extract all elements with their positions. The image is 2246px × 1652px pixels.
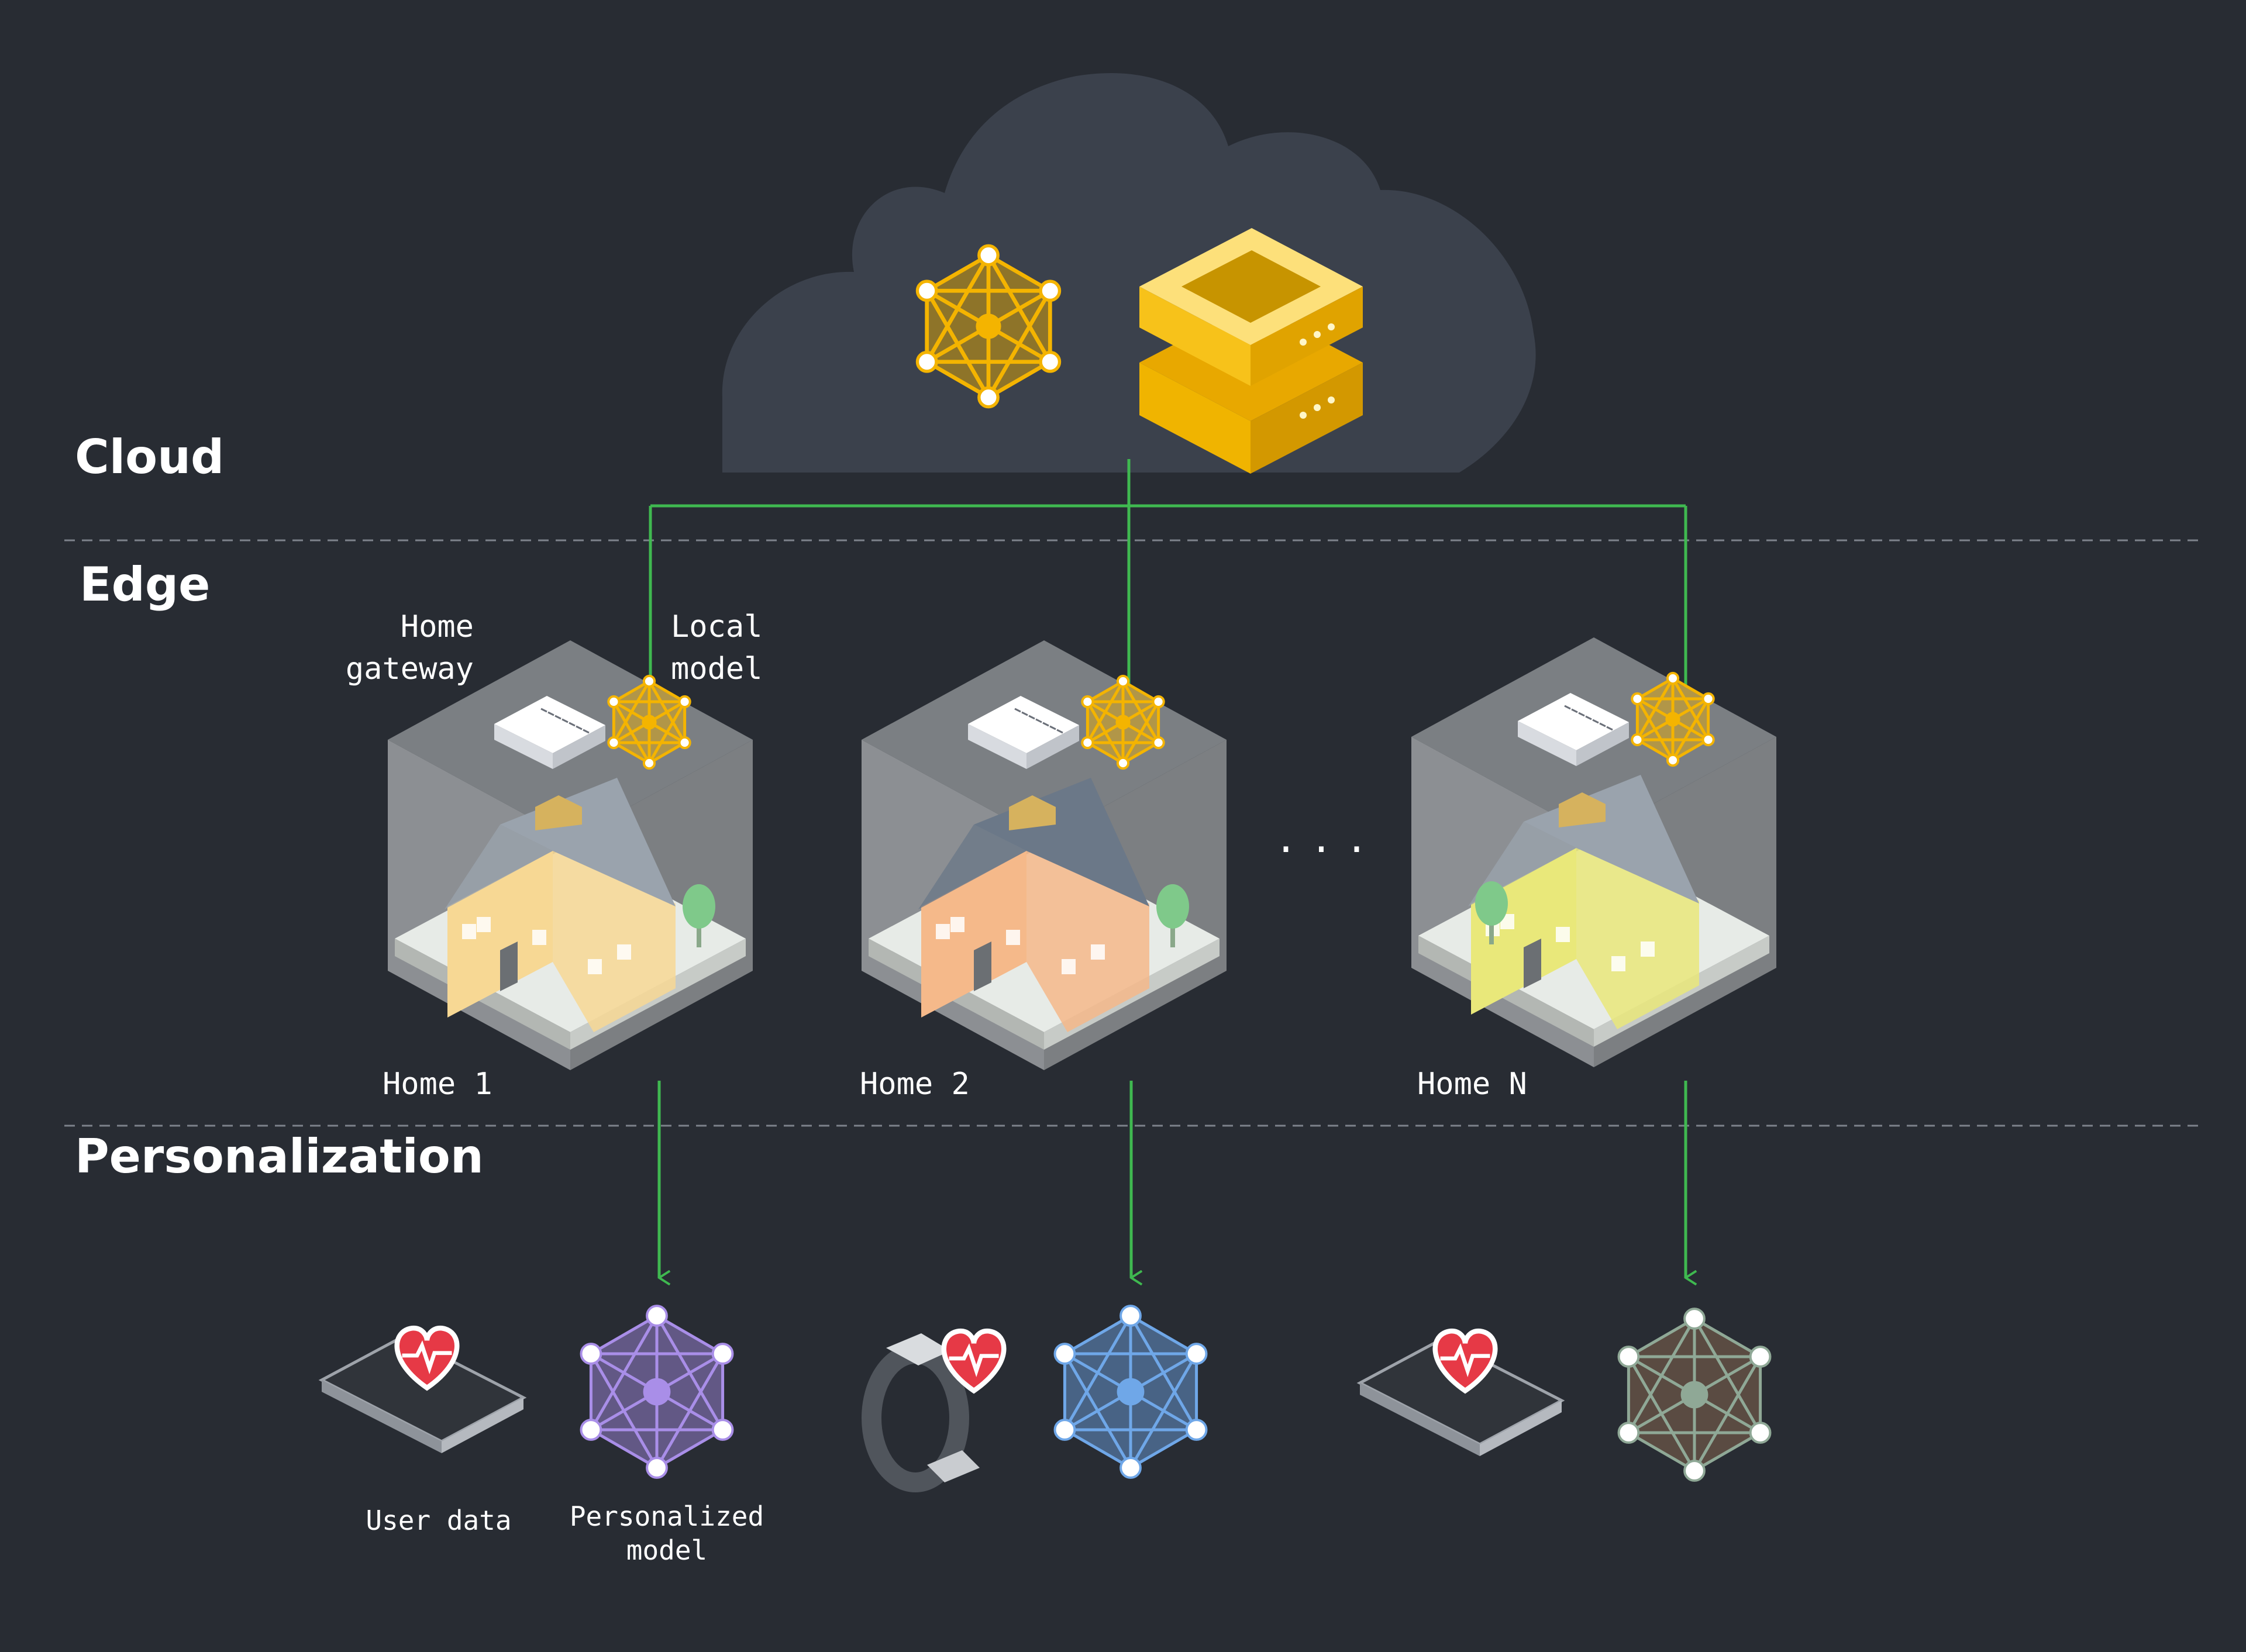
- personalized-models: [580, 1305, 1772, 1482]
- heart-icon: [1432, 1328, 1498, 1394]
- cloud-to-home-connectors: [649, 459, 1687, 699]
- home-1-local-model-icon: [607, 674, 691, 770]
- home-2-unit: [862, 640, 1227, 1070]
- tier-label-personalization: Personalization: [75, 1129, 484, 1184]
- home-to-personalization-connectors: [659, 1081, 1686, 1278]
- home-n-local-model-icon: [1631, 671, 1715, 767]
- home-2-gateway-icon: [968, 696, 1079, 769]
- cloud-shape: [722, 73, 1536, 473]
- house-wall-right: [1576, 848, 1699, 1029]
- cloud-server-icon: [1139, 228, 1363, 474]
- personalized-model-2-icon: [1053, 1305, 1208, 1479]
- home-n-unit: [1411, 637, 1776, 1067]
- tier-label-cloud: Cloud: [75, 430, 225, 484]
- cloud-model-icon: [915, 244, 1062, 409]
- tier-dividers: [64, 539, 2199, 1127]
- home-n-label: Home N: [1417, 1067, 1527, 1102]
- house-wall-right: [1026, 851, 1149, 1032]
- phone-icon: [318, 1325, 527, 1453]
- heart-icon: [941, 1328, 1007, 1394]
- home-n-gateway-icon: [1518, 693, 1629, 766]
- home-1-gateway-icon: [494, 696, 605, 769]
- home-2-local-model-icon: [1081, 674, 1165, 770]
- home-1-label: Home 1: [383, 1067, 492, 1102]
- personalized-model-3-icon: [1617, 1308, 1772, 1482]
- user-data-label: User data: [366, 1505, 512, 1536]
- heart-icon: [394, 1325, 460, 1391]
- home-1-unit: [388, 640, 753, 1070]
- tier-label-edge: Edge: [80, 557, 211, 612]
- phone-icon: [1356, 1328, 1565, 1456]
- homes: [388, 637, 1776, 1070]
- home-2-label: Home 2: [860, 1067, 970, 1102]
- personalized-model-label: Personalized model: [569, 1501, 764, 1566]
- personalization-devices: [318, 1325, 1565, 1492]
- home-gateway-label: Home gateway: [345, 609, 474, 687]
- smartwatch-icon: [862, 1328, 1007, 1492]
- homes-ellipsis: ...: [1274, 818, 1381, 861]
- local-model-label: Local model: [671, 609, 763, 687]
- house-wall-right: [553, 851, 676, 1032]
- personalized-model-1-icon: [580, 1305, 734, 1479]
